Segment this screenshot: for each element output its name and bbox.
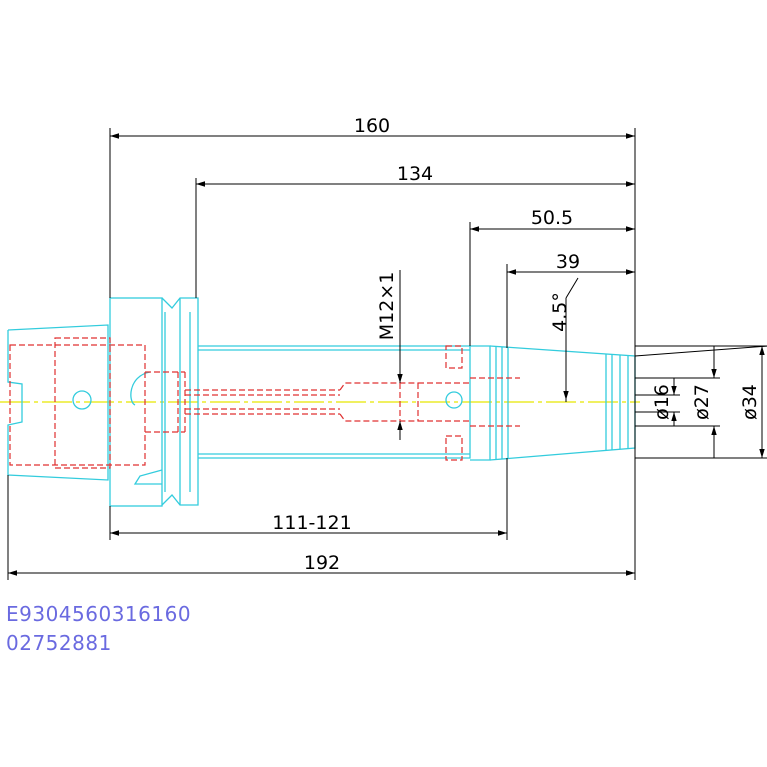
- dim-dia27: ø27: [691, 384, 713, 420]
- part-code: E9304560316160: [6, 602, 192, 626]
- dim-dia34: ø34: [739, 384, 761, 420]
- cross-hole-left: [72, 390, 92, 410]
- dim-dia16: ø16: [651, 384, 673, 420]
- dim-39: 39: [556, 251, 580, 273]
- cross-hole-right: [445, 391, 463, 409]
- dim-angle: 4.5°: [549, 292, 571, 332]
- dim-50-5: 50.5: [531, 207, 573, 229]
- dim-thread: M12×1: [376, 272, 398, 341]
- hidden-lines: [9, 337, 520, 469]
- dimension-lines: [7, 128, 767, 580]
- dim-134: 134: [397, 163, 433, 185]
- order-number: 02752881: [6, 631, 112, 655]
- dim-160: 160: [354, 115, 390, 137]
- dim-range: 111-121: [272, 512, 351, 534]
- dim-192: 192: [304, 552, 340, 574]
